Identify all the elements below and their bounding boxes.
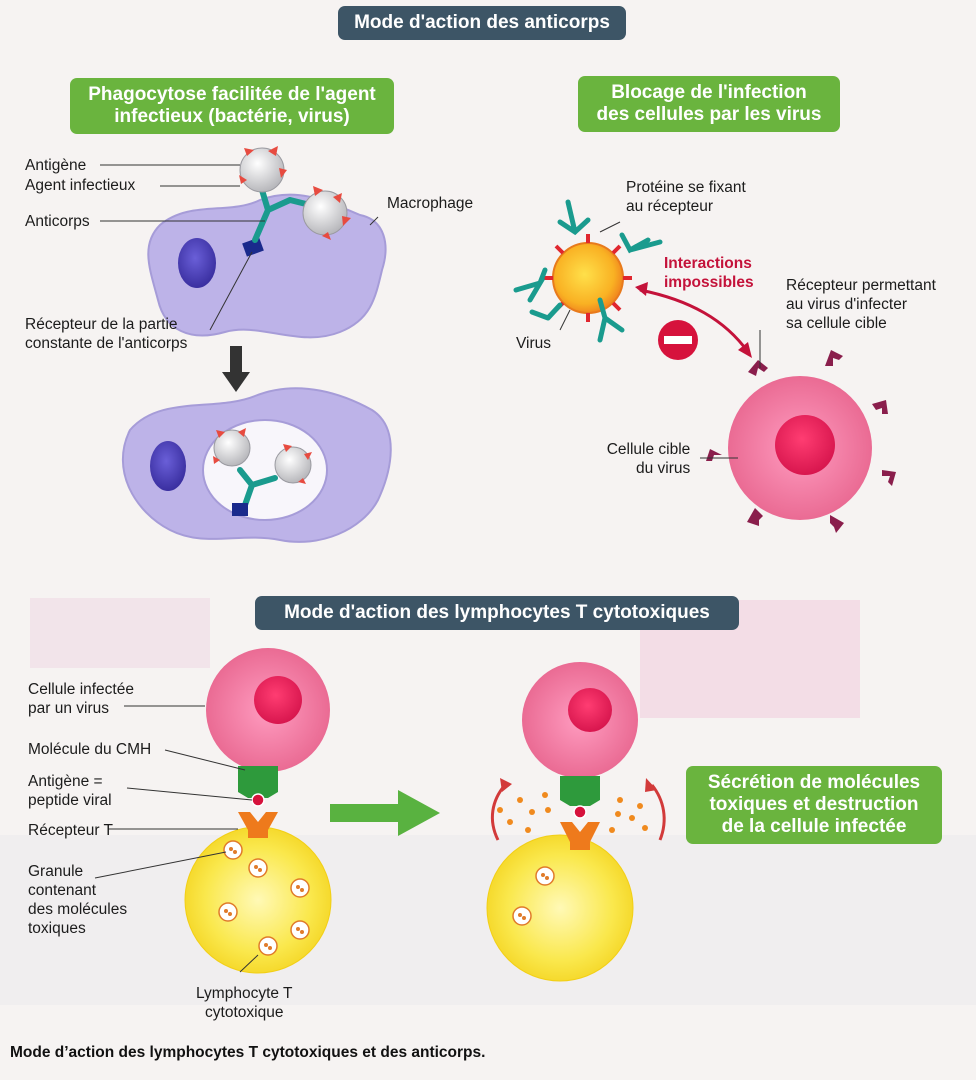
label-granule-line4: toxiques <box>28 920 86 937</box>
box-secretion-line3: de la cellule infectée <box>721 816 907 837</box>
label-recepteur-virus: Récepteur permettant au virus d'infecter… <box>786 276 936 333</box>
down-arrow <box>222 346 250 392</box>
blocked-interaction-arrow <box>635 282 752 358</box>
label-recepteur-line2: constante de l'anticorps <box>25 335 188 352</box>
label-interactions-line2: impossibles <box>664 274 754 291</box>
cmh-receptor-complex-right <box>560 776 600 850</box>
no-entry-icon <box>658 320 698 360</box>
label-anticorps: Anticorps <box>25 213 90 230</box>
label-lymphocyte: Lymphocyte T cytotoxique <box>196 984 293 1022</box>
label-interactions: Interactions impossibles <box>664 254 754 292</box>
label-antigene-peptide-line1: Antigène = <box>28 773 103 790</box>
label-recepteur-virus-line2: au virus d'infecter <box>786 296 907 313</box>
label-cellule-infectee-line1: Cellule infectée <box>28 681 134 698</box>
green-arrow <box>330 790 440 836</box>
label-cmh: Molécule du CMH <box>28 741 152 758</box>
label-cellule-cible: Cellule cible du virus <box>598 440 691 478</box>
leader-lines-top-right <box>559 221 761 459</box>
box-secretion-line1: Sécrétion de molécules <box>707 772 921 793</box>
virus-with-antibodies <box>513 199 663 343</box>
label-recepteur-virus-line3: sa cellule cible <box>786 315 887 332</box>
antibody-1 <box>242 187 313 257</box>
box-virus-blocking-line2: des cellules par les virus <box>596 104 822 125</box>
figure-caption: Mode d’action des lymphocytes T cytotoxi… <box>10 1044 486 1061</box>
label-granule-line2: contenant <box>28 882 97 899</box>
box-phagocytosis: Phagocytose facilitée de l'agent infecti… <box>70 78 394 134</box>
label-cellule-cible-line1: Cellule cible <box>606 441 691 458</box>
label-agent-infectieux: Agent infectieux <box>25 177 136 194</box>
box-virus-blocking-line1: Blocage de l'infection <box>611 82 807 103</box>
box-secretion: Sécrétion de molécules toxiques et destr… <box>686 766 942 844</box>
label-granule-line3: des molécules <box>28 901 128 918</box>
label-granule: Granule contenant des molécules toxiques <box>28 862 127 938</box>
lymphocyte-left <box>184 826 332 974</box>
infected-cell-left <box>206 648 330 772</box>
label-proteine: Protéine se fixant au récepteur <box>626 178 746 216</box>
infectious-agent-1 <box>239 146 351 240</box>
label-recepteur: Récepteur de la partie constante de l'an… <box>25 315 187 353</box>
infected-cell-right <box>522 662 638 778</box>
label-proteine-line2: au récepteur <box>626 198 714 215</box>
leader-lines-top-left <box>100 164 379 331</box>
box-virus-blocking: Blocage de l'infection des cellules par … <box>578 76 840 132</box>
box-secretion-line2: toxiques et destruction <box>709 794 919 815</box>
macrophage-engulfing <box>121 387 392 543</box>
label-granule-line1: Granule <box>28 863 84 880</box>
label-lymphocyte-line1: Lymphocyte T <box>196 985 293 1002</box>
label-cellule-infectee-line2: par un virus <box>28 700 109 717</box>
label-antigene-peptide: Antigène = peptide viral <box>28 772 112 810</box>
box-phagocytosis-line1: Phagocytose facilitée de l'agent <box>88 84 376 105</box>
title-tcells: Mode d'action des lymphocytes T cytotoxi… <box>255 596 739 630</box>
cmh-receptor-complex-left <box>238 766 278 838</box>
label-recepteur-line1: Récepteur de la partie <box>25 316 178 333</box>
title-antibodies: Mode d'action des anticorps <box>338 6 626 40</box>
label-antigene: Antigène <box>25 157 87 174</box>
label-macrophage: Macrophage <box>387 195 474 212</box>
label-interactions-line1: Interactions <box>664 255 752 272</box>
label-recepteur-virus-line1: Récepteur permettant <box>786 277 936 294</box>
label-cellule-cible-line2: du virus <box>636 460 691 477</box>
label-cellule-infectee: Cellule infectée par un virus <box>28 680 134 718</box>
label-antigene-peptide-line2: peptide viral <box>28 792 112 809</box>
label-virus: Virus <box>516 335 552 352</box>
target-cell <box>706 350 896 533</box>
box-phagocytosis-line2: infectieux (bactérie, virus) <box>114 106 350 127</box>
lymphocyte-right <box>486 834 634 982</box>
label-recepteur-t: Récepteur T <box>28 822 114 839</box>
label-lymphocyte-line2: cytotoxique <box>205 1004 284 1021</box>
leader-lines-bottom-left <box>94 705 259 973</box>
toxic-granules-released <box>497 792 648 833</box>
label-proteine-line1: Protéine se fixant <box>626 179 746 196</box>
